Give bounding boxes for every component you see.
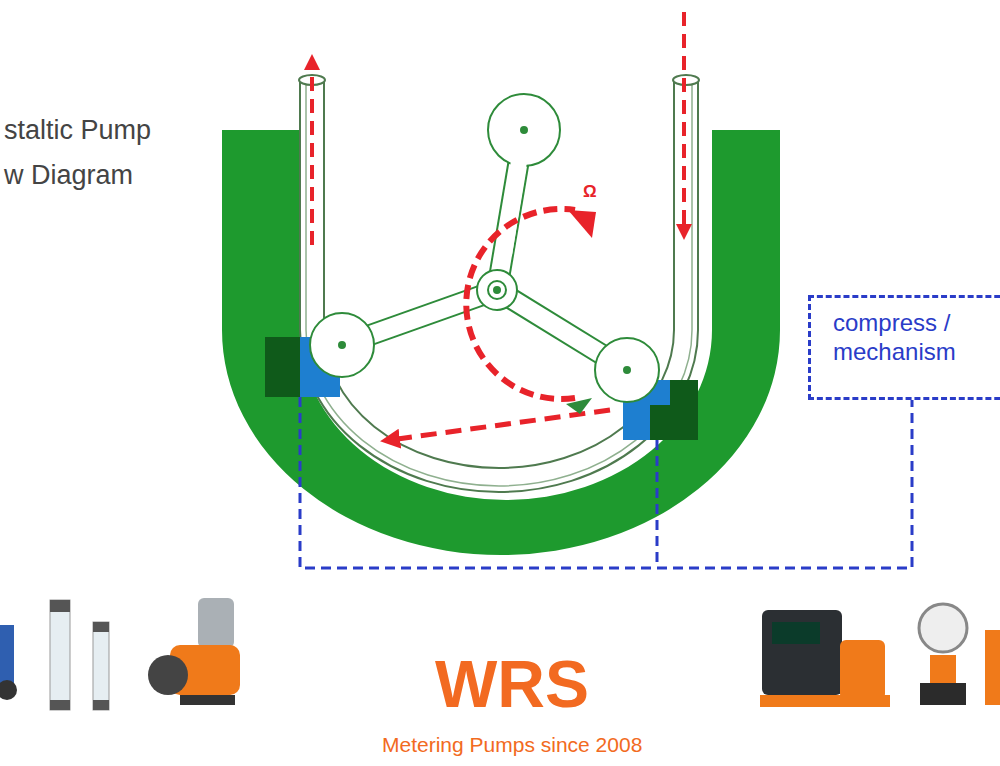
rotor <box>310 94 659 402</box>
leader-line <box>656 440 659 568</box>
brand-logo: WRS <box>435 648 589 721</box>
compress-zone <box>650 405 698 440</box>
flow-arrow <box>682 12 686 232</box>
leader-line <box>300 397 912 568</box>
mechanism-box: compress / mechanism <box>808 295 1000 400</box>
rotation-arc <box>466 209 575 399</box>
rotation-head <box>568 210 596 238</box>
rotation-symbol: Ω <box>583 183 597 202</box>
flow-arrow <box>310 62 314 245</box>
compress-zone <box>670 380 698 405</box>
box-text: compress / mechanism <box>833 308 973 366</box>
compress-zone <box>265 337 300 397</box>
diagram-title: staltic Pump w Diagram <box>4 108 166 198</box>
product-photos <box>0 598 240 710</box>
tube-outline <box>312 80 686 480</box>
product-photos <box>760 604 1000 707</box>
flow-arrow <box>390 410 610 440</box>
rotation-head <box>566 398 592 414</box>
brand-tagline: Metering Pumps since 2008 <box>382 733 642 756</box>
tube-wall <box>306 80 692 486</box>
tube-body <box>312 80 686 480</box>
